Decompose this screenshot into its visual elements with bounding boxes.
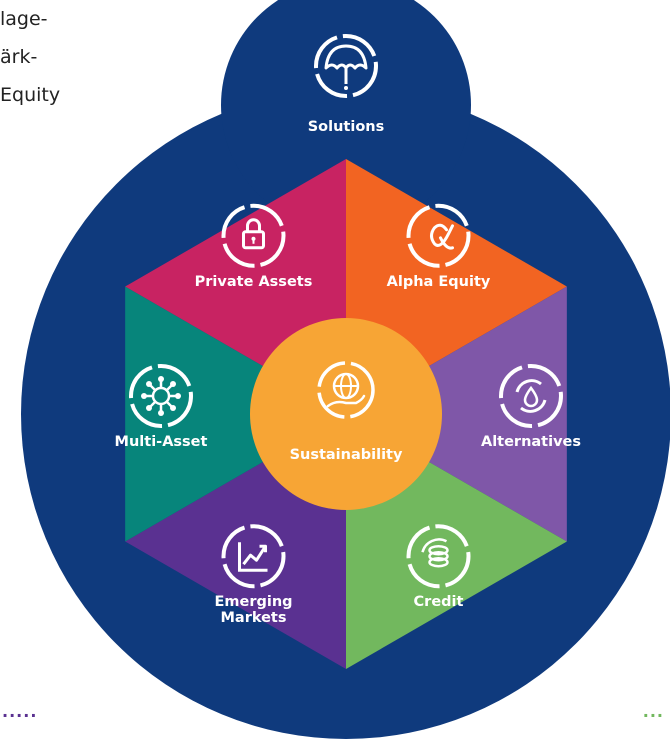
left-dots: ····· [2, 706, 38, 725]
network-hub-icon [129, 364, 193, 428]
right-dots: ··· [642, 706, 664, 725]
sustainability-hub[interactable] [250, 318, 442, 510]
segment-label-credit: Credit [414, 594, 464, 610]
cycle-drop-icon [499, 364, 563, 428]
solutions-tab[interactable] [221, 0, 471, 230]
sustainability-label: Sustainability [290, 447, 403, 463]
side-text-line: Equity [0, 84, 61, 106]
solutions-label: Solutions [308, 119, 385, 135]
side-text-line: ärk- [0, 46, 38, 68]
segment-label-alternatives: Alternatives [481, 434, 581, 450]
segment-multi-asset[interactable] [125, 286, 347, 542]
alpha-icon [406, 203, 471, 268]
coins-cycle-icon [406, 524, 471, 589]
globe-hand-icon [317, 361, 375, 419]
segment-label-multi-asset: Multi-Asset [115, 434, 208, 450]
segment-alternatives[interactable] [346, 286, 567, 542]
side-text: lage- ärk- Equity [0, 0, 60, 114]
side-text-line: lage- [0, 8, 48, 30]
padlock-icon [221, 203, 286, 268]
rising-chart-icon [221, 524, 286, 589]
segment-label-alpha-equity: Alpha Equity [387, 274, 491, 290]
umbrella-icon [314, 34, 378, 98]
segment-label-private-assets: Private Assets [195, 274, 313, 290]
